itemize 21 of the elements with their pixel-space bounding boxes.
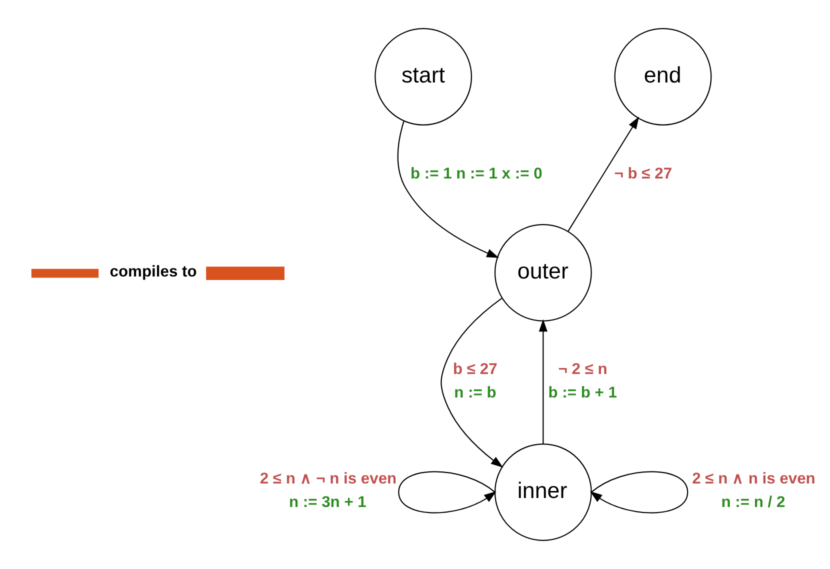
arrow bbox=[589, 471, 688, 514]
node-circle: inner bbox=[494, 444, 592, 541]
edge-label: b := 1 n := 1 x := 0 bbox=[410, 165, 542, 182]
edge-label: b ≤ 27 bbox=[452, 360, 497, 378]
node-circle: outer bbox=[494, 224, 592, 322]
edge-label: n := n / 2 bbox=[720, 494, 785, 512]
arrow bbox=[567, 116, 639, 232]
edge-label: b := b + 1 bbox=[548, 384, 616, 402]
edge-label: 2 ≤ n ∧ ¬ n is even bbox=[259, 470, 396, 488]
arrow bbox=[440, 298, 503, 468]
edge-label: ¬ 2 ≤ n bbox=[558, 360, 607, 378]
edge-label: n := b bbox=[454, 384, 496, 402]
node-circle: start bbox=[374, 28, 472, 126]
node-circle: end bbox=[614, 28, 712, 126]
arrow bbox=[396, 121, 499, 258]
edge-label: ¬ b ≤ 27 bbox=[614, 165, 672, 182]
edge-label: 2 ≤ n ∧ n is even bbox=[692, 470, 815, 488]
label: compiles to bbox=[109, 263, 196, 280]
edge-label: n := 3n + 1 bbox=[288, 494, 366, 512]
arrow bbox=[398, 471, 496, 514]
arrow bbox=[538, 319, 547, 444]
